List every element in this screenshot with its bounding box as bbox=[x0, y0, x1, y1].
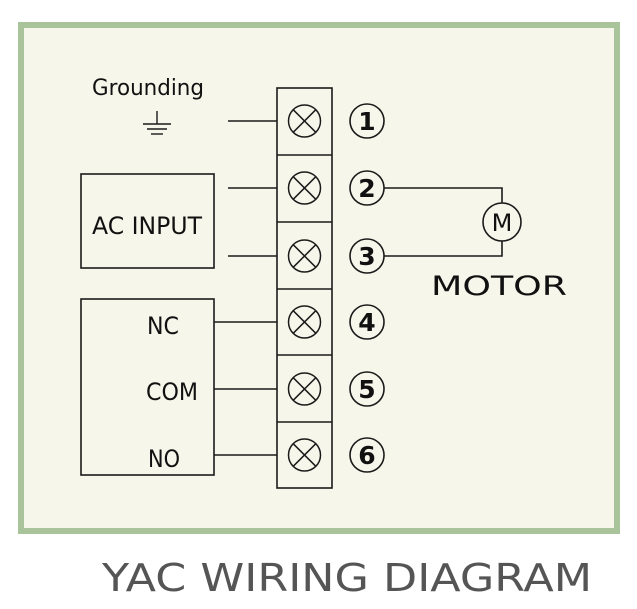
x-circle-icon bbox=[287, 239, 322, 273]
motor-label: MOTOR bbox=[431, 271, 567, 302]
ac-input-box bbox=[80, 173, 215, 269]
terminal-number: 6 bbox=[358, 441, 375, 470]
terminal-number-circle bbox=[349, 437, 385, 473]
x-circle-icon bbox=[287, 438, 322, 472]
motor-symbol bbox=[482, 202, 522, 242]
no-label: NO bbox=[148, 445, 180, 473]
terminal-6: 6 bbox=[214, 437, 385, 473]
x-circle-icon bbox=[287, 104, 322, 138]
nc-label: NC bbox=[147, 312, 179, 340]
terminal-number: 2 bbox=[358, 174, 375, 203]
com-label: COM bbox=[146, 378, 198, 406]
terminal-3: 3 bbox=[228, 238, 385, 274]
grounding-label: Grounding bbox=[92, 76, 204, 101]
terminal-number-circle bbox=[349, 304, 385, 340]
x-circle-icon bbox=[287, 305, 322, 339]
ground-icon bbox=[143, 111, 171, 135]
terminal-number-circle bbox=[349, 371, 385, 407]
x-circle-icon bbox=[287, 372, 322, 406]
ac-input-label: AC INPUT bbox=[92, 212, 202, 240]
terminal-dividers bbox=[277, 154, 332, 423]
terminal-5: 5 bbox=[214, 371, 385, 407]
terminal-number: 5 bbox=[358, 375, 375, 404]
relay-output-box bbox=[80, 298, 215, 476]
terminal-number: 1 bbox=[358, 107, 375, 136]
terminal-1: 1 bbox=[228, 103, 385, 139]
terminal-number: 3 bbox=[358, 242, 375, 271]
terminal-4: 4 bbox=[214, 304, 385, 340]
terminal-block bbox=[276, 87, 333, 489]
x-circle-icon bbox=[287, 171, 322, 205]
diagram-title: YAC WIRING DIAGRAM bbox=[101, 556, 592, 600]
terminal-number: 4 bbox=[358, 308, 375, 337]
terminal-number-circle bbox=[349, 103, 385, 139]
motor-wires bbox=[384, 187, 503, 257]
motor-symbol-letter: M bbox=[492, 209, 513, 237]
